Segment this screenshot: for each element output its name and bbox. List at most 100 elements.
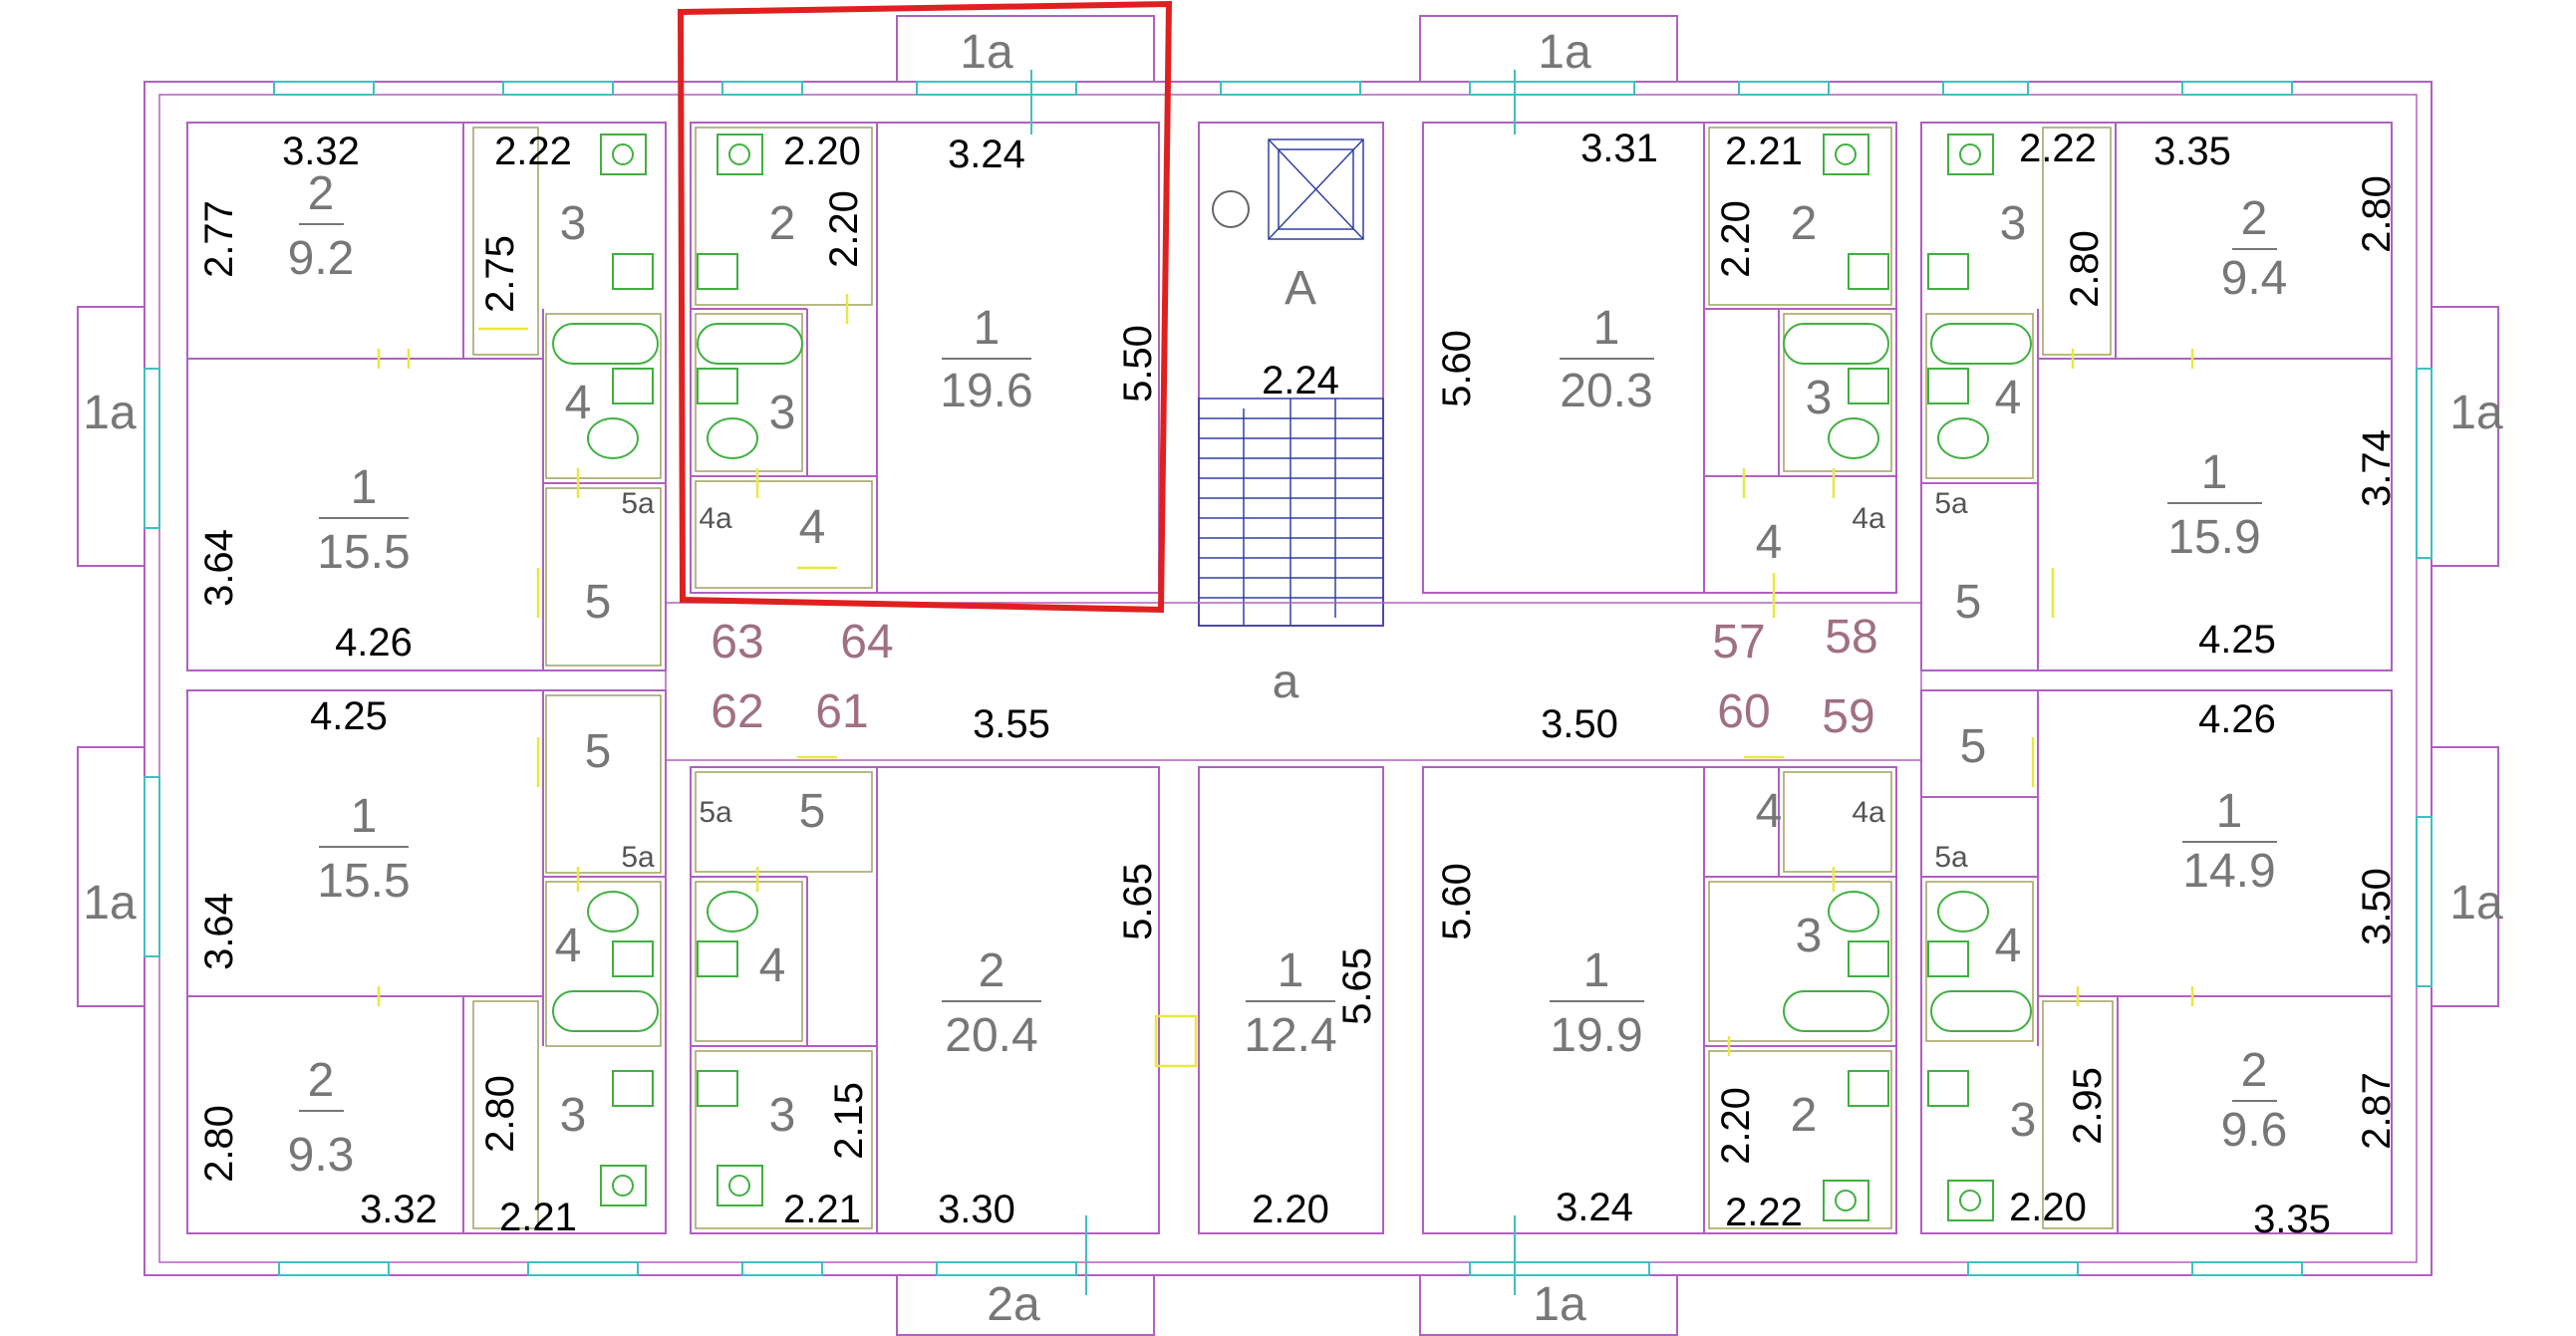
room-number: 3: [1796, 910, 1823, 962]
balcony-labels: 1a 1a 1a 1a 1a 1a 1a 2 a: [83, 26, 2503, 1331]
dimension-label: 2.21: [499, 1196, 577, 1239]
dimension-label: 2.22: [1725, 1191, 1803, 1234]
apartment-bottom-third: [1422, 766, 1897, 1234]
room-number: 5a: [621, 487, 655, 520]
room-number: 3: [560, 1089, 587, 1142]
dimension-label: 2.20: [1252, 1188, 1329, 1231]
room-number: 5: [1955, 576, 1982, 629]
apartment-number: 58: [1825, 611, 1877, 664]
dimension-label: 3.30: [938, 1188, 1015, 1231]
room-area: 20.3: [1560, 365, 1652, 417]
apartment-top-second: [690, 122, 1160, 594]
room-label: 1 15.9: [2167, 446, 2262, 564]
dimension-label: 2.20: [822, 190, 866, 268]
dimension-label: 3.32: [282, 130, 360, 173]
dimension-label: 3.64: [197, 893, 241, 970]
room-number: 1: [974, 302, 1001, 355]
room-number: 5: [585, 576, 612, 629]
room-number: 3: [560, 197, 587, 250]
room-number: 2: [979, 944, 1005, 997]
dimension-label: 5.65: [1116, 863, 1160, 940]
dimension-label: 5.50: [1116, 325, 1160, 402]
apartment-number: 61: [815, 685, 868, 738]
dimension-label: 2.87: [2355, 1072, 2399, 1150]
dimension-label: 3.24: [948, 133, 1025, 176]
room-label: 1 19.6: [940, 302, 1032, 417]
corridor: [665, 602, 1922, 761]
room-number: 4: [799, 501, 826, 554]
room-number: 5a: [699, 796, 732, 829]
room-number: 3: [2010, 1094, 2037, 1147]
apartment-top-right: [1920, 122, 2393, 671]
dimension-label: 3.64: [197, 529, 241, 607]
dimension-label: 2.80: [478, 1075, 522, 1153]
room-number: 1: [351, 461, 378, 514]
room-number: 4a: [1852, 796, 1885, 829]
room-area: 9.4: [2221, 252, 2288, 305]
balcony-label: 1a: [1538, 26, 1591, 79]
room-number: 2: [1791, 1089, 1818, 1142]
room-number: 1: [351, 790, 378, 843]
balcony-label: 1a: [83, 877, 137, 930]
dimension-label: 2.22: [494, 130, 572, 173]
apartment-numbers: 63 64 62 61 57 58 60 59: [711, 611, 1877, 743]
apartment-number: 57: [1712, 616, 1765, 668]
room-number: 5: [1960, 720, 1987, 773]
room-number: 2: [308, 1054, 335, 1107]
dimension-label: 2.77: [197, 200, 241, 278]
balcony-label: 1a: [2449, 387, 2503, 439]
dimension-label: 3.74: [2355, 429, 2399, 507]
room-number: 3: [2000, 197, 2027, 250]
apartment-number: 60: [1717, 685, 1770, 738]
apartment-bottom-right: [1920, 689, 2393, 1234]
balcony-label: 1a: [83, 387, 137, 439]
room-number: 1: [1593, 302, 1620, 355]
room-number: 3: [769, 387, 796, 439]
dimension-label: 3.35: [2153, 130, 2231, 173]
room-area: 15.5: [317, 526, 410, 579]
dimension-label: 5.60: [1435, 330, 1479, 407]
room-area: 9.2: [288, 232, 355, 285]
highlighted-apartment-outline: [677, 0, 1173, 614]
fixtures: [552, 134, 2032, 1221]
room-bottom-small: [1198, 766, 1384, 1234]
apartment-number: 62: [711, 685, 763, 738]
room-area: 19.9: [1550, 1009, 1642, 1062]
room-label: 2 9.6: [2221, 1044, 2288, 1157]
balcony-label: 1a: [2449, 877, 2503, 930]
room-number: 5a: [621, 841, 655, 874]
room-number: 4: [565, 377, 592, 429]
room-label: 2 9.3: [288, 1054, 355, 1182]
room-label: 1 19.9: [1550, 944, 1644, 1062]
room-label: 2 20.4: [942, 944, 1041, 1062]
balcony-label: 1a: [1533, 1278, 1586, 1331]
room-number: 2: [1791, 197, 1818, 250]
room-number: 4: [1995, 920, 2022, 972]
balcony-label: 1a: [960, 26, 1013, 79]
doors: [377, 294, 2194, 1068]
room-number: 5a: [1934, 487, 1968, 520]
dimension-label: 5.65: [1335, 947, 1379, 1025]
room-number: 1: [2201, 446, 2228, 499]
room-number: A: [1285, 262, 1316, 315]
room-label: 1 15.5: [317, 790, 410, 908]
room-number: 4a: [699, 502, 732, 535]
room-number: 3: [1806, 372, 1833, 424]
dimension-label: 2.20: [783, 130, 861, 173]
apartment-number: 64: [840, 616, 893, 668]
room-number: a: [1273, 656, 1299, 708]
room-area: 9.3: [288, 1129, 355, 1182]
dimension-label: 2.20: [1714, 200, 1758, 278]
dimension-label: 4.26: [335, 621, 413, 665]
dimension-label: 2.15: [827, 1082, 871, 1160]
room-label: 1 12.4: [1244, 944, 1336, 1062]
room-area: 9.6: [2221, 1104, 2288, 1157]
dimension-label: 3.32: [360, 1188, 437, 1231]
apartment-top-left: [186, 122, 667, 671]
room-number: 1: [2216, 785, 2243, 838]
dimension-label: 4.25: [310, 694, 388, 738]
room-number: 2: [2241, 1044, 2268, 1097]
room-number: 2: [769, 197, 796, 250]
dimension-label: 2.80: [2355, 175, 2399, 253]
